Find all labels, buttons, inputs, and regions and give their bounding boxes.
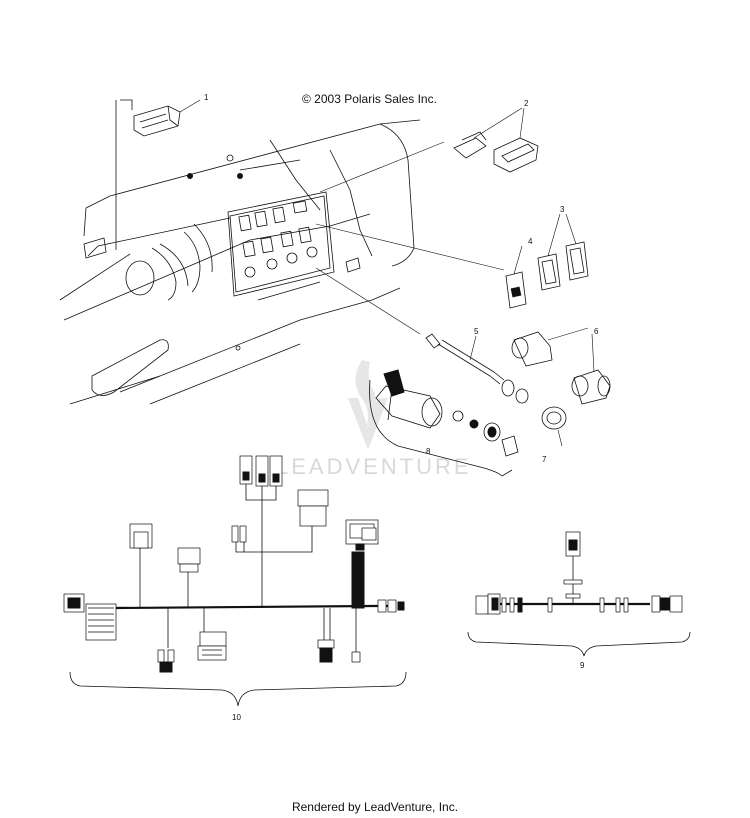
main-harness-diagram	[63, 455, 405, 673]
callout-4: 4	[528, 237, 533, 246]
brace-harness-10	[69, 671, 407, 707]
callout-7: 7	[542, 455, 547, 464]
rocker-switch-parts	[315, 213, 589, 309]
connector-block	[115, 99, 201, 250]
callout-9: 9	[580, 661, 585, 670]
callout-5: 5	[474, 327, 479, 336]
callout-8: 8	[426, 447, 431, 456]
callout-3: 3	[560, 205, 565, 214]
callout-6: 6	[594, 327, 599, 336]
callout-10: 10	[232, 713, 241, 722]
copyright-text: © 2003 Polaris Sales Inc.	[302, 92, 437, 106]
cable-assembly	[425, 333, 529, 404]
sub-harness-diagram	[475, 531, 683, 615]
brace-harness-9	[467, 631, 691, 657]
bezel-ring	[541, 406, 567, 447]
watermark-text: LEADVENTURE	[276, 454, 472, 479]
callout-1: 1	[204, 93, 209, 102]
ignition-switch-parts	[369, 369, 519, 477]
switch-cover-parts	[319, 107, 539, 193]
callout-2: 2	[524, 99, 529, 108]
lighter-parts	[511, 327, 611, 405]
dashboard-panel	[59, 119, 421, 405]
footer-credit: Rendered by LeadVenture, Inc.	[291, 800, 459, 814]
